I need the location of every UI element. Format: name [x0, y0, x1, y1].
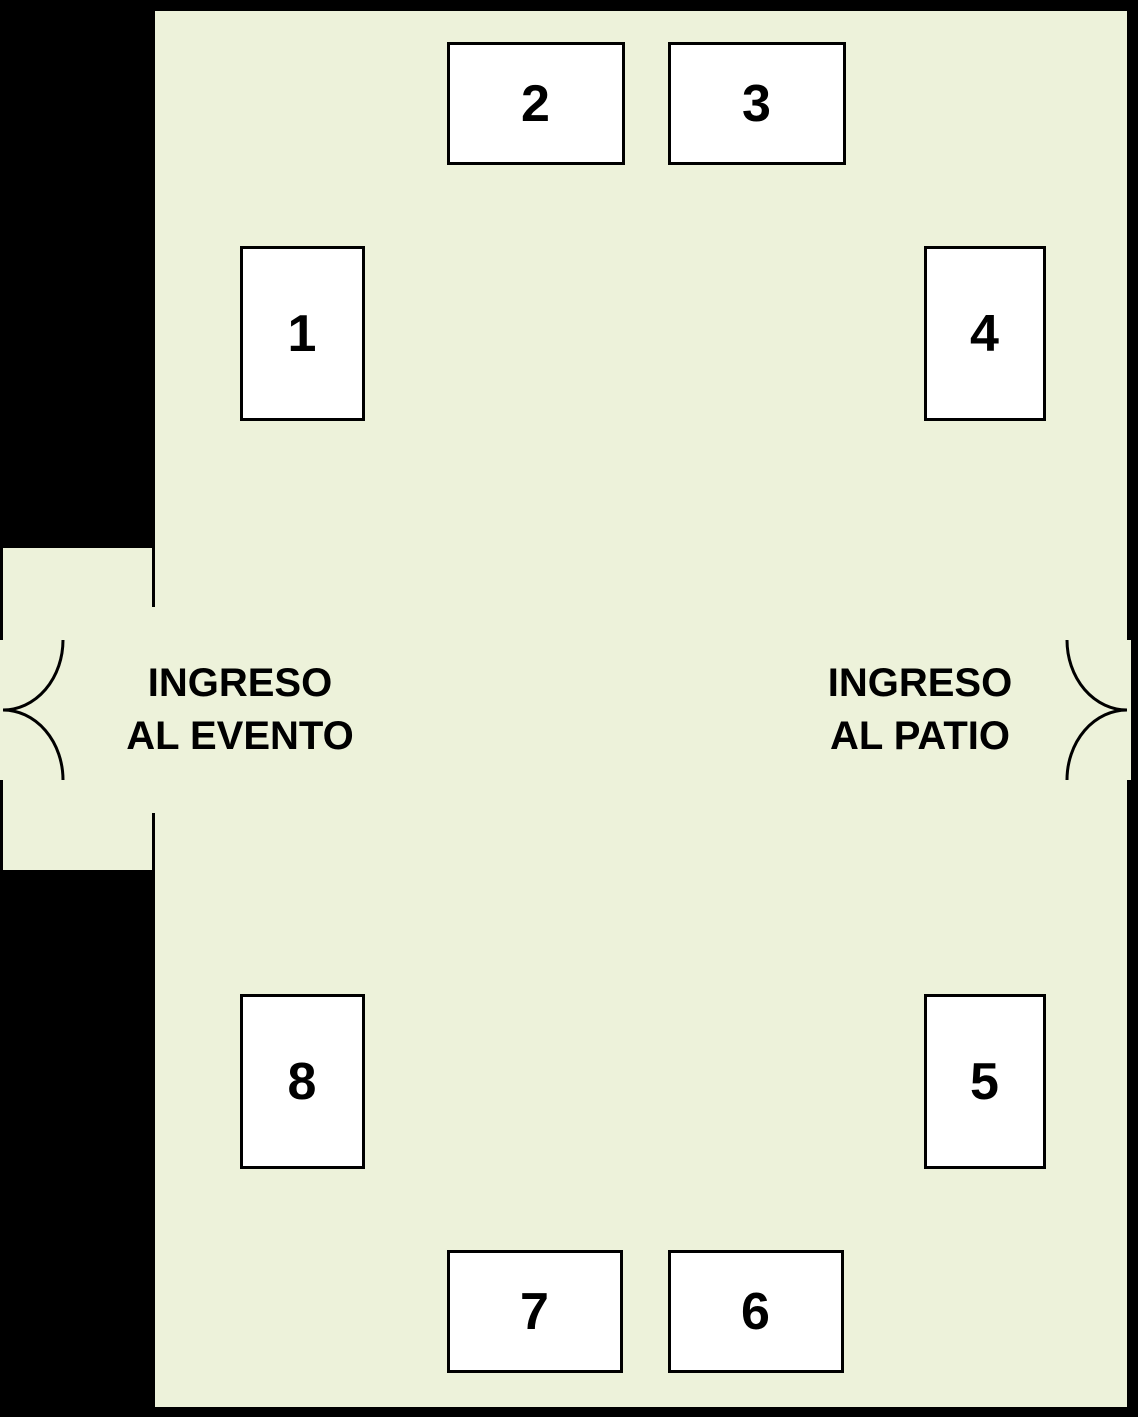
table-1-label: 1: [287, 304, 318, 363]
table-3-label: 3: [742, 74, 772, 133]
entrance-label-patio: INGRESO AL PATIO: [800, 655, 1040, 765]
table-2-label: 2: [521, 74, 551, 133]
table-4-label: 4: [970, 304, 1000, 363]
table-2: 2: [447, 42, 625, 165]
table-6-label: 6: [741, 1282, 771, 1341]
table-3: 3: [668, 42, 846, 165]
wall-opening-vestibule: [150, 607, 158, 813]
entrance-patio-line2: AL PATIO: [830, 714, 1010, 758]
wall-opening-left-door: [0, 640, 5, 780]
room-floor: [152, 8, 1130, 1410]
entrance-evento-line2: AL EVENTO: [126, 714, 354, 758]
table-4: 4: [924, 246, 1046, 421]
table-1: 1: [240, 246, 365, 421]
entrance-label-evento: INGRESO AL EVENTO: [100, 655, 380, 765]
table-8: 8: [240, 994, 365, 1169]
table-7-label: 7: [520, 1282, 550, 1341]
table-5: 5: [924, 994, 1046, 1169]
table-8-label: 8: [287, 1052, 318, 1111]
wall-opening-right-door: [1126, 640, 1131, 780]
entrance-evento-line1: INGRESO: [147, 661, 333, 705]
table-7: 7: [447, 1250, 623, 1373]
entrance-patio-line1: INGRESO: [827, 661, 1013, 705]
table-6: 6: [668, 1250, 844, 1373]
table-5-label: 5: [970, 1052, 1000, 1111]
